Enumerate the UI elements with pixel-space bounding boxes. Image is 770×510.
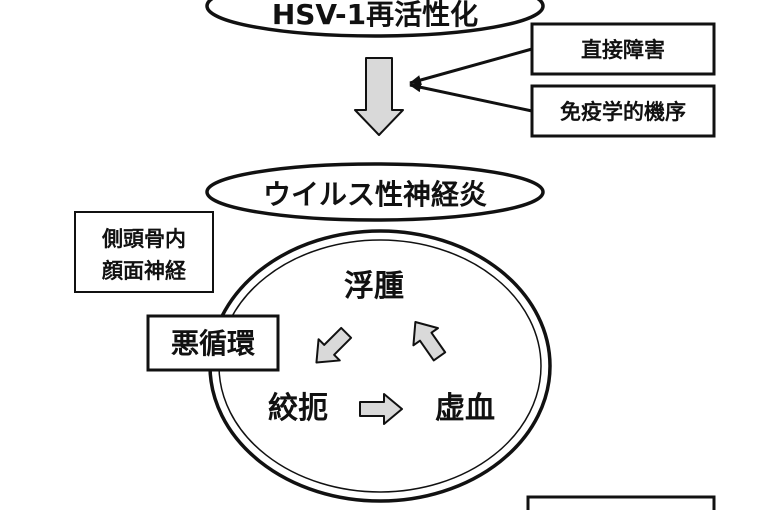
location-box: 側頭骨内 顔面神経 [74,211,214,293]
vicious-cycle-box: 悪循環 [146,314,280,372]
edema-to-strangulation-arrow [315,326,353,364]
location-frame [74,211,214,293]
cause-direct-frame [530,22,716,76]
vicious-cycle-frame [146,314,280,372]
location-line2: 顔面神経 [101,259,187,283]
ischemia-label: 虚血 [435,391,495,426]
strangulation-label: 絞扼 [268,391,328,426]
neuritis-ellipse [205,162,545,222]
down-arrow [354,57,404,136]
immune-connector-arrow [409,82,533,113]
reactivation-label: HSV-1再活性化 [272,0,478,31]
cause-direct-box: 直接障害 [530,22,716,76]
reactivation-node: HSV-1再活性化 [205,0,545,38]
ischemia-to-edema-arrow [412,320,447,362]
cause-immune-box: 免疫学的機序 [530,84,716,138]
bottom-right-box-partial [526,495,716,510]
edema-label: 浮腫 [344,269,404,304]
cause-direct-label: 直接障害 [581,38,665,62]
location-line1: 側頭骨内 [101,227,186,251]
vicious-cycle-label: 悪循環 [171,327,256,360]
direct-connector-arrow [409,47,533,85]
reactivation-ellipse [205,0,545,38]
neuritis-node: ウイルス性神経炎 [205,162,545,222]
cause-immune-label: 免疫学的機序 [560,100,686,124]
neuritis-label: ウイルス性神経炎 [263,178,487,211]
strangulation-to-ischemia-arrow [359,393,403,425]
